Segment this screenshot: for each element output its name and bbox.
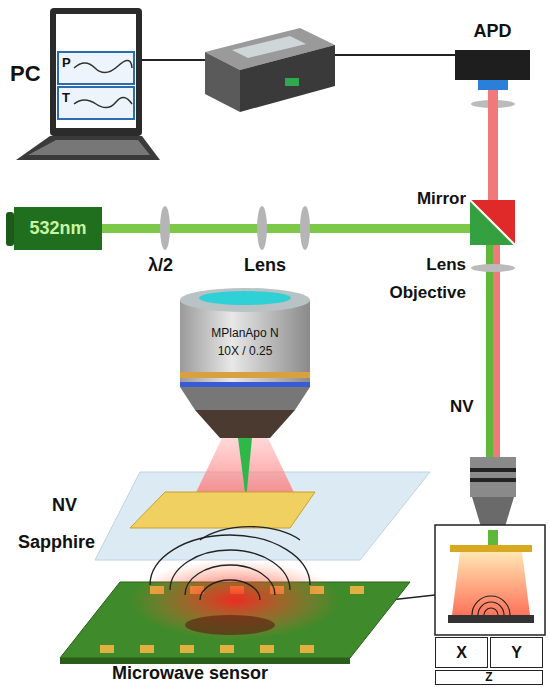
half-wave-plate — [160, 206, 170, 250]
microwave-glow — [452, 552, 530, 615]
controller-box — [205, 28, 335, 112]
part-label: MPlanApo N — [211, 327, 278, 340]
part-label: Lens — [244, 256, 286, 276]
cable — [142, 59, 210, 61]
part-label: Mirror — [417, 190, 466, 209]
part-label: P — [62, 56, 71, 70]
stage-axis-box: X — [435, 637, 488, 668]
stage-axis-box: Z — [435, 670, 543, 685]
laser-beam — [100, 224, 472, 233]
node-label: Z — [485, 671, 492, 684]
fluorescence-beam — [488, 90, 498, 202]
objective-lens — [180, 288, 310, 438]
lens — [257, 206, 267, 250]
microwave-waves — [472, 596, 510, 615]
part-label: 10X / 0.25 — [218, 345, 273, 358]
lens — [471, 264, 515, 272]
small-objective — [470, 457, 516, 530]
nv-plate — [450, 545, 532, 552]
node-label: APD — [473, 22, 511, 42]
part-label: PC — [10, 62, 41, 86]
lens — [300, 206, 310, 250]
apd-detector: APD — [455, 50, 530, 80]
microwave-waves — [150, 535, 310, 600]
mirror — [470, 200, 515, 245]
laser-beam — [486, 245, 493, 457]
microwave-glow — [130, 560, 340, 640]
filter — [478, 80, 508, 90]
laser-cap — [6, 212, 14, 246]
nv-plate — [130, 492, 315, 528]
stage-axis-box: Y — [490, 637, 543, 668]
node-label: X — [456, 644, 467, 662]
laser-beam — [488, 530, 498, 545]
sensor-plate — [448, 615, 534, 623]
node-label: 532nm — [29, 219, 86, 239]
inset-frame — [435, 525, 545, 635]
part-label: Sapphire — [18, 533, 95, 553]
node-label: Y — [511, 644, 522, 662]
cable — [330, 54, 455, 56]
part-label: λ/2 — [148, 256, 173, 276]
part-label: Lens — [426, 256, 466, 275]
part-label: NV — [52, 496, 77, 516]
fluorescence-beam — [493, 245, 500, 457]
laser-focus — [238, 438, 252, 500]
part-label: Objective — [389, 284, 466, 303]
laser-box: 532nm — [14, 207, 102, 250]
part-label: T — [62, 91, 70, 105]
part-label: Microwave sensor — [112, 664, 268, 684]
part-label: NV — [450, 398, 474, 417]
